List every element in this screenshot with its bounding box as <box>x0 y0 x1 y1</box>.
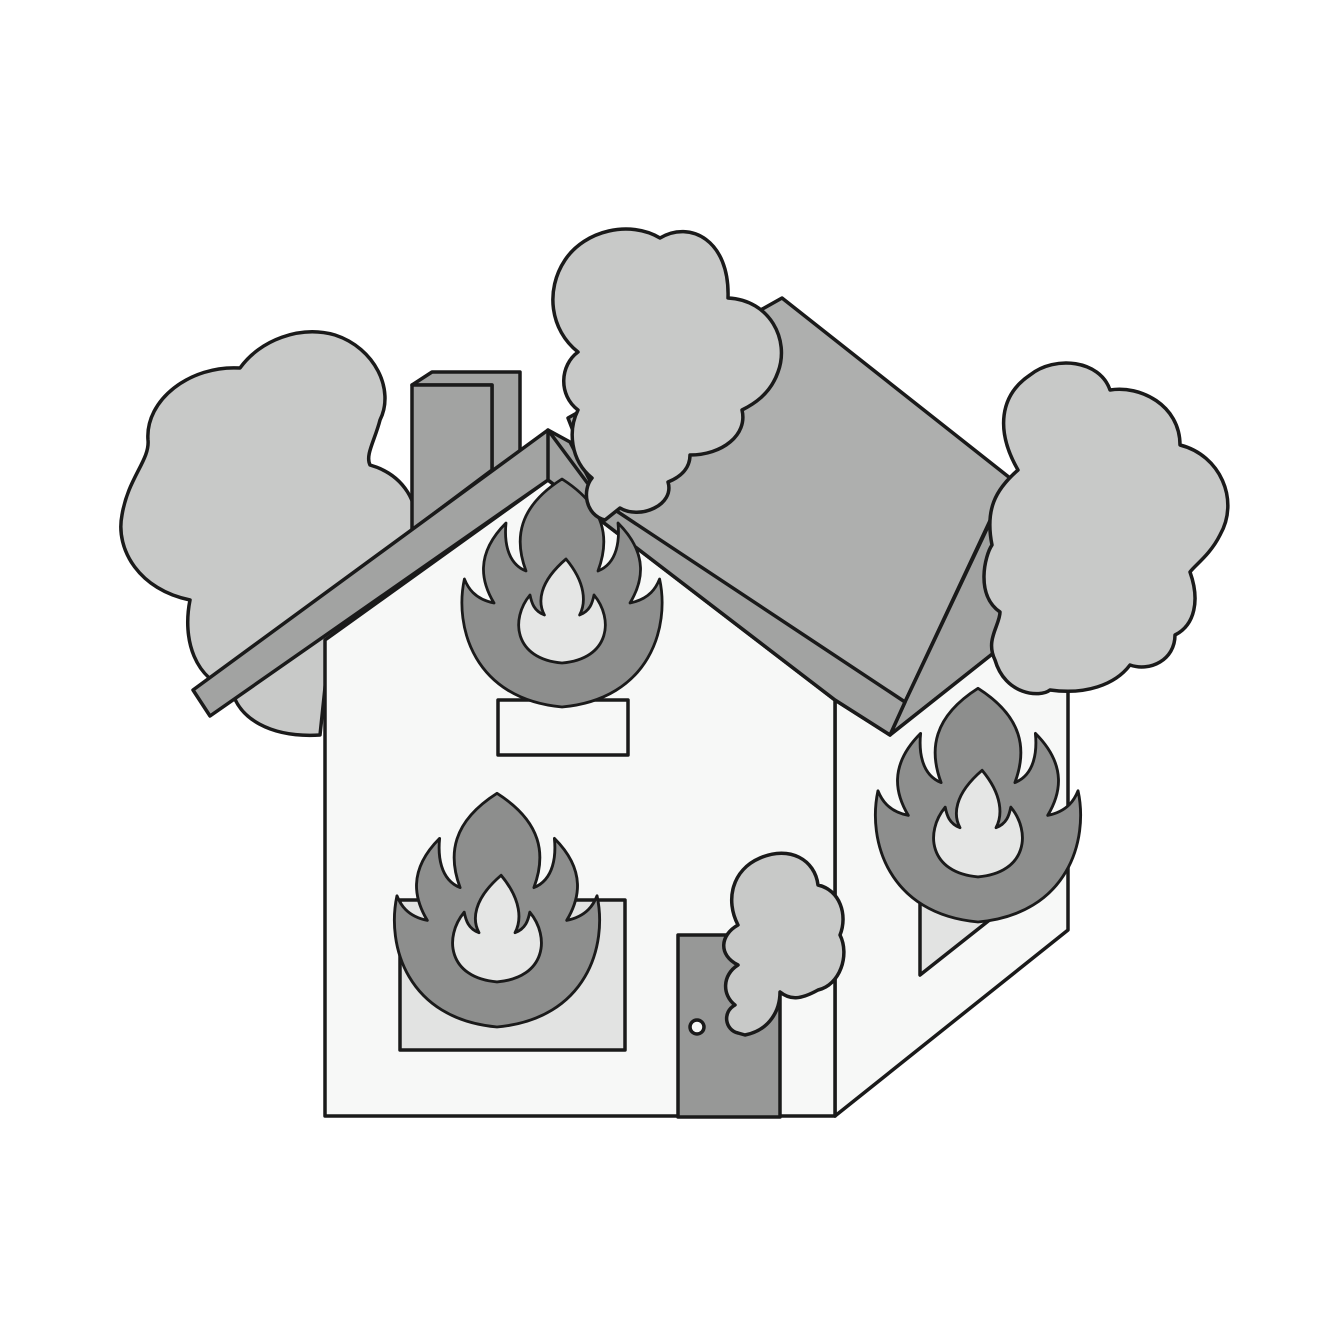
smoke-cloud-left-icon <box>119 330 418 738</box>
door-knob-icon <box>688 1018 706 1036</box>
smoke-cloud-top-icon <box>551 227 784 522</box>
smoke-cloud-door-icon <box>722 851 846 1037</box>
smoke-cloud-right-icon <box>982 361 1230 696</box>
window-upper-front-icon <box>496 698 630 757</box>
